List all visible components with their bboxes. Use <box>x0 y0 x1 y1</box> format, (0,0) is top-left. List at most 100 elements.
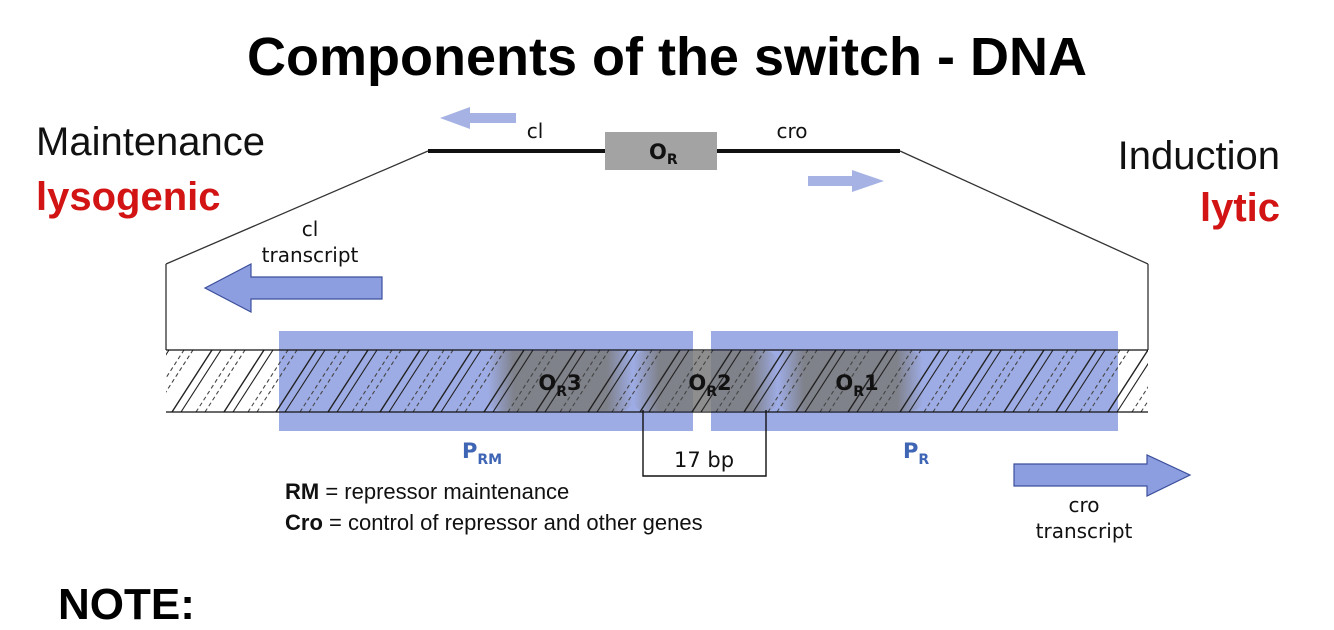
helix-strand <box>379 350 421 412</box>
induction-label: Induction <box>1117 134 1280 178</box>
cro-transcript-label: cro transcript <box>1024 492 1144 544</box>
helix-strand <box>544 350 586 412</box>
operator-3-label: OR3 <box>538 371 581 400</box>
cl-transcript-arrow-icon <box>203 263 383 313</box>
helix-strand <box>1036 350 1078 412</box>
helix-strand <box>247 350 289 412</box>
operator-3-shade <box>488 351 633 411</box>
helix-strand <box>611 350 653 412</box>
helix-strand <box>1055 350 1097 412</box>
helix-strand <box>568 350 610 412</box>
helix-strand <box>648 350 690 412</box>
helix-strand <box>908 350 950 412</box>
helix-strand <box>932 350 974 412</box>
legend-rm-term: RM <box>285 479 320 504</box>
helix-strand <box>171 350 213 412</box>
helix-strand <box>431 350 473 412</box>
helix-strand <box>663 350 705 412</box>
helix-strand <box>232 350 274 412</box>
helix-strand <box>195 350 237 412</box>
helix-strand <box>1012 350 1054 412</box>
helix-strand <box>1184 350 1224 412</box>
helix-strand <box>256 350 298 412</box>
lytic-label: lytic <box>1199 186 1280 230</box>
helix-strand <box>871 350 913 412</box>
helix-strand <box>412 350 454 412</box>
helix-strand <box>1003 350 1045 412</box>
operator-2-label: OR2 <box>688 371 731 400</box>
helix-strand <box>464 350 506 412</box>
helix-strand <box>620 350 662 412</box>
prm-label: PRM <box>462 439 502 468</box>
helix-strand <box>180 350 222 412</box>
helix-strand <box>1027 350 1069 412</box>
helix-strand <box>1064 350 1106 412</box>
cro-transcript-line-1: cro <box>1068 493 1100 517</box>
helix-strand <box>587 350 629 412</box>
helix-strand <box>847 350 889 412</box>
helix-strand <box>691 350 733 412</box>
helix-strand <box>166 350 194 393</box>
helix-strand <box>275 350 317 412</box>
helix-strand <box>1193 350 1233 412</box>
helix-strand <box>856 350 898 412</box>
operator-box-label: OR <box>649 140 678 168</box>
helix-strand <box>752 350 794 412</box>
helix-strand <box>1169 350 1209 412</box>
helix-strand <box>1160 350 1200 412</box>
helix-strand <box>559 350 601 412</box>
helix-strand <box>951 350 993 412</box>
helix-strand <box>299 350 341 412</box>
helix-strand <box>880 350 922 412</box>
dna-helix <box>120 350 1233 412</box>
helix-strand <box>819 350 861 412</box>
cl-transcript-line-1: cl <box>301 217 319 241</box>
helix-strand <box>596 350 638 412</box>
cl-transcript-label: cl transcript <box>250 216 370 268</box>
legend-cro: Cro = control of repressor and other gen… <box>285 507 703 538</box>
cro-transcript-arrow-icon <box>1013 454 1192 497</box>
helix-strand <box>455 350 497 412</box>
helix-strand <box>828 350 870 412</box>
pr-label: PR <box>903 439 929 468</box>
helix-strand <box>804 350 846 412</box>
helix-strand <box>700 350 742 412</box>
helix-strand <box>1116 362 1148 412</box>
maintenance-label: Maintenance <box>36 120 266 164</box>
helix-strand <box>984 350 1026 412</box>
helix-strand <box>223 350 265 412</box>
operator-box <box>605 132 717 170</box>
cro-direction-arrow-icon <box>808 170 884 192</box>
helix-strand <box>388 350 430 412</box>
helix-strand <box>767 350 809 412</box>
legend-cro-term: Cro <box>285 510 323 535</box>
operator-1-label: OR1 <box>835 371 878 400</box>
note-heading: NOTE: <box>58 580 195 629</box>
helix-strand <box>204 350 246 412</box>
helix-strand <box>535 350 577 412</box>
helix-strand <box>724 350 766 412</box>
cl-transcript-line-2: transcript <box>261 243 359 267</box>
helix-strand <box>336 350 378 412</box>
helix-strand <box>327 350 369 412</box>
zoom-line-right <box>899 150 1149 265</box>
helix-strand <box>403 350 445 412</box>
helix-strand <box>776 350 818 412</box>
cro-transcript-line-2: transcript <box>1035 519 1133 543</box>
legend-rm: RM = repressor maintenance <box>285 476 703 507</box>
helix-strand <box>960 350 1002 412</box>
helix-strand <box>795 350 837 412</box>
switch-diagram: OR cl cro OR3 OR2 OR1 17 bp PRM PR <box>120 107 1233 497</box>
helix-strand <box>492 350 534 412</box>
helix-strand <box>923 350 965 412</box>
legend: RM = repressor maintenance Cro = control… <box>285 476 703 538</box>
helix-strand <box>1079 350 1121 412</box>
helix-strand <box>507 350 549 412</box>
helix-strand <box>899 350 941 412</box>
helix-strand <box>715 350 757 412</box>
helix-strand <box>351 350 393 412</box>
legend-cro-definition: = control of repressor and other genes <box>322 510 703 535</box>
helix-strand <box>1107 350 1148 412</box>
helix-strand <box>120 350 160 412</box>
helix-strand <box>639 350 681 412</box>
